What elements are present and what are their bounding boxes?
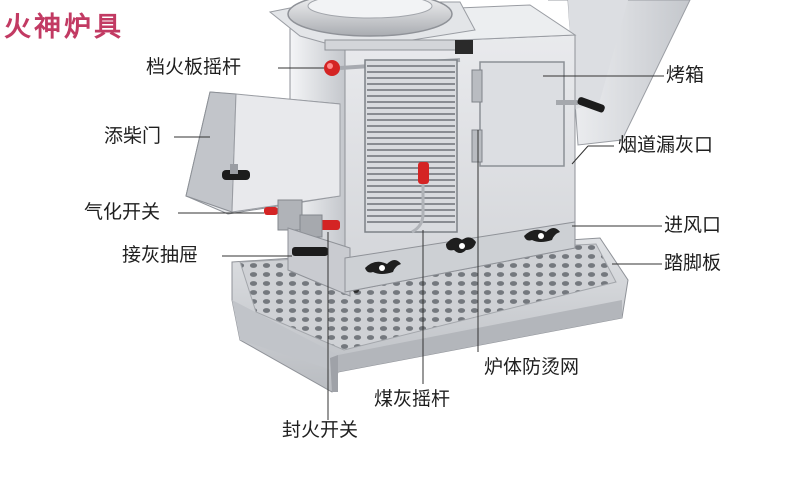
label-gasification-switch: 气化开关: [84, 201, 161, 223]
brand-logo: 火神炉具: [4, 12, 124, 43]
coal-ash-lever: [411, 162, 429, 234]
label-oven: 烤箱: [666, 64, 705, 86]
anti-scald-mesh: [364, 59, 458, 233]
oven-housing: [548, 0, 691, 146]
label-air-inlet: 进风口: [664, 214, 722, 236]
label-fire-seal-switch: 封火开关: [282, 419, 359, 441]
cloud-emblem-center: [446, 237, 476, 253]
fuel-door: [185, 91, 341, 215]
label-anti-scald-mesh: 炉体防烫网: [484, 356, 580, 378]
label-coal-ash-lever: 煤灰摇杆: [374, 388, 451, 410]
label-footboard: 踏脚板: [664, 252, 722, 274]
label-ash-drawer: 接灰抽屉: [122, 244, 199, 266]
top-cooking-ring: [268, 0, 476, 54]
label-fuel-door: 添柴门: [104, 125, 162, 147]
cloud-emblem-right: [524, 228, 560, 242]
label-flue-ash-port: 烟道漏灰口: [618, 134, 714, 156]
label-damper-lever: 档火板摇杆: [146, 56, 242, 78]
air-inlet: [344, 221, 576, 293]
leader-flue-diag: [571, 145, 589, 165]
leader-lines: [174, 67, 664, 420]
cloud-emblem-left: [365, 260, 401, 274]
